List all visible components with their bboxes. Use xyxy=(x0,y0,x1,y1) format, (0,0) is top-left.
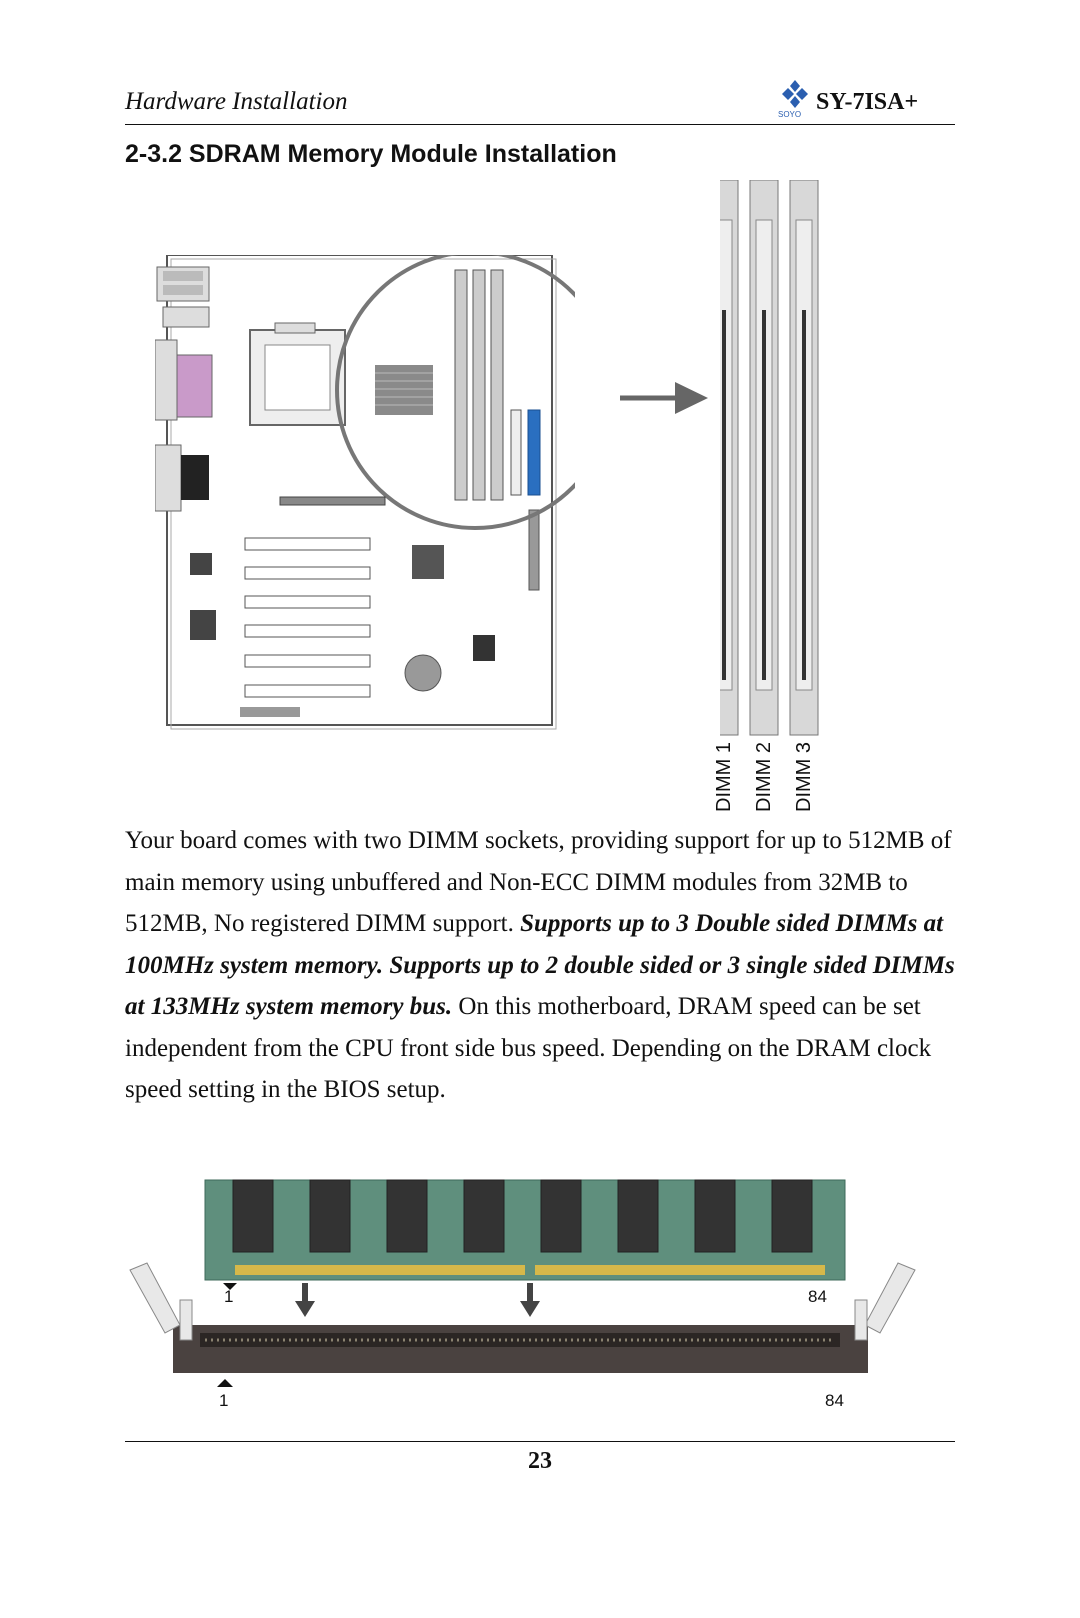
dimm-2-label: DIMM 2 xyxy=(753,742,775,812)
brand: SOYO SY-7ISA+ xyxy=(778,78,918,118)
socket-pin-end: 84 xyxy=(825,1391,844,1410)
body-text-dram-speed: On this motherboard, DRAM speed can be s… xyxy=(125,993,932,1103)
left-latch xyxy=(129,1262,193,1341)
dimm-socket-3 xyxy=(789,180,819,736)
motherboard-diagram xyxy=(155,255,575,730)
dimm-socket-1 xyxy=(720,180,739,736)
dimm-socket xyxy=(173,1325,868,1373)
dimm-socket-2 xyxy=(749,180,779,736)
soyo-logo-text: SOYO xyxy=(778,110,801,118)
insert-arrow-left xyxy=(295,1283,315,1317)
dimm-3-label: DIMM 3 xyxy=(793,742,815,812)
header-section-title: Hardware Installation xyxy=(125,88,348,115)
module-pin-start: 1 xyxy=(224,1287,234,1306)
right-latch xyxy=(854,1262,916,1341)
zoom-arrow xyxy=(620,382,708,414)
section-title: 2-3.2 SDRAM Memory Module Installation xyxy=(125,140,617,168)
model-name: SY-7ISA+ xyxy=(816,89,919,115)
body-text-emphasis: Supports up to 3 Double sided DIMMs at 1… xyxy=(125,910,955,1020)
body-text-intro: Your board comes with two DIMM sockets, … xyxy=(125,827,952,937)
page-number: 23 xyxy=(528,1448,552,1474)
insert-arrow-right xyxy=(520,1283,540,1317)
soyo-logo-icon: SOYO xyxy=(778,80,808,118)
footer-rule xyxy=(125,1441,955,1442)
dimm-1-label: DIMM 1 xyxy=(713,742,735,812)
module-pin-end: 84 xyxy=(808,1287,827,1306)
dimm-sockets-diagram xyxy=(720,180,819,736)
body-paragraph: Your board comes with two DIMM sockets, … xyxy=(125,820,955,1111)
socket-pin-start: 1 xyxy=(219,1391,229,1410)
header-rule xyxy=(125,124,955,125)
memory-module-insertion-diagram xyxy=(129,1179,916,1387)
